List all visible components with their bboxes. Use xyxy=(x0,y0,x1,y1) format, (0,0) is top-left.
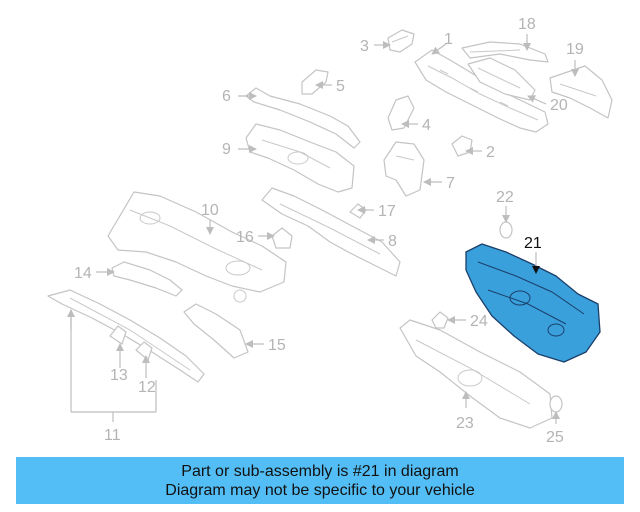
callout-7: 7 xyxy=(446,175,455,192)
callout-1: 1 xyxy=(444,31,453,48)
callout-8: 8 xyxy=(388,233,397,250)
callout-16: 16 xyxy=(236,229,254,246)
callout-24: 24 xyxy=(470,313,488,330)
banner-line-1: Part or sub-assembly is #21 in diagram xyxy=(181,462,459,480)
part-14-bracket xyxy=(111,261,183,297)
part-24-clip xyxy=(431,311,449,329)
part-5-clip xyxy=(301,69,329,95)
part-11-side-rail xyxy=(47,289,205,383)
callout-10: 10 xyxy=(201,202,219,219)
part-16-bracket xyxy=(271,227,293,249)
callout-21: 21 xyxy=(524,235,542,252)
callout-19: 19 xyxy=(566,41,584,58)
part-25-grommet xyxy=(549,395,563,413)
callout-14: 14 xyxy=(74,265,92,282)
part-3-bracket xyxy=(387,29,415,53)
part-1-cowl-top xyxy=(414,49,549,133)
part-4-bracket xyxy=(387,95,415,131)
callout-13: 13 xyxy=(110,367,128,384)
banner-line-2: Diagram may not be specific to your vehi… xyxy=(165,481,475,499)
part-22-grommet xyxy=(499,221,513,239)
part-21-highlighted[interactable] xyxy=(465,243,601,363)
part-17-bolt xyxy=(349,203,367,219)
callout-17: 17 xyxy=(378,203,396,220)
callout-labels: 1 2 3 4 5 6 7 8 9 10 11 12 13 14 15 16 1… xyxy=(74,16,584,446)
info-banner: Part or sub-assembly is #21 in diagram D… xyxy=(16,457,624,504)
callout-2: 2 xyxy=(486,144,495,161)
callout-4: 4 xyxy=(422,117,431,134)
callout-22: 22 xyxy=(496,189,514,206)
part-18-seal xyxy=(461,41,549,63)
callout-6: 6 xyxy=(222,88,231,105)
part-20-cover xyxy=(467,57,536,101)
callout-15: 15 xyxy=(268,337,286,354)
callout-18: 18 xyxy=(518,16,536,33)
part-19-panel xyxy=(549,65,613,119)
callout-12: 12 xyxy=(138,379,156,396)
part-10-dash-panel xyxy=(107,191,287,303)
part-6-strip xyxy=(245,87,361,149)
callout-25: 25 xyxy=(546,429,564,446)
callout-11: 11 xyxy=(104,427,121,444)
part-13-clip xyxy=(109,325,127,345)
callout-20: 20 xyxy=(550,97,568,114)
callout-3: 3 xyxy=(360,38,369,55)
part-15-panel xyxy=(183,303,249,359)
part-2-clip xyxy=(451,135,473,157)
callout-23: 23 xyxy=(456,415,474,432)
part-7-bracket xyxy=(383,141,425,197)
part-8-reinforcement xyxy=(261,187,401,277)
callout-9: 9 xyxy=(222,141,231,158)
part-9-panel xyxy=(245,123,355,193)
callout-5: 5 xyxy=(336,78,345,95)
leader-lines xyxy=(67,34,579,424)
